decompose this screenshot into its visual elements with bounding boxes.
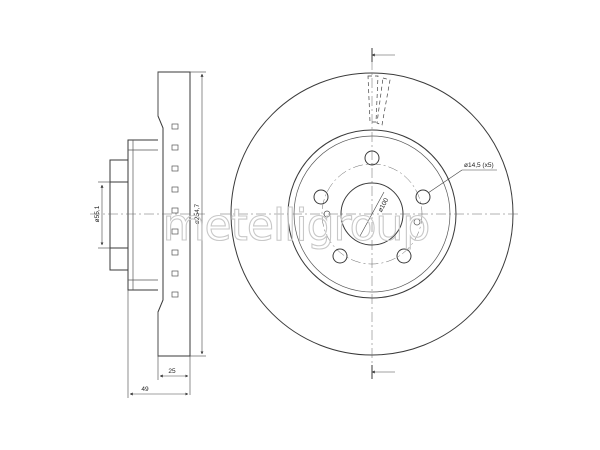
disc-section-view [90,71,205,357]
outer-diameter-dimension: ø254,7 [190,71,206,357]
section-marker-top [371,48,395,62]
overall-height-dimension: 49 [127,290,189,398]
hub-hat [127,139,158,291]
thickness-label: 25 [168,368,176,375]
bore-diameter-label: ø55,1 [94,205,101,222]
bolt-hole [396,248,412,264]
bolt-holes [313,150,431,264]
bolt-hole [313,189,329,205]
hole-diameter-label: ø14,5 (x5) [464,162,494,169]
vent-channel-hidden [367,75,391,126]
hole-diameter-dimension: ø14,5 (x5) [427,162,497,194]
outer-diameter-label: ø254,7 [194,204,201,225]
vent-channels [171,123,179,298]
bore-diameter-dimension: ø55,1 [94,181,110,249]
bolt-hole [332,248,348,264]
thickness-dimension: 25 [157,356,191,395]
bolt-hole [415,189,431,205]
section-marker-bottom [371,365,395,379]
watermark-logo: metelligroup [163,200,430,251]
overall-height-label: 49 [141,386,149,393]
